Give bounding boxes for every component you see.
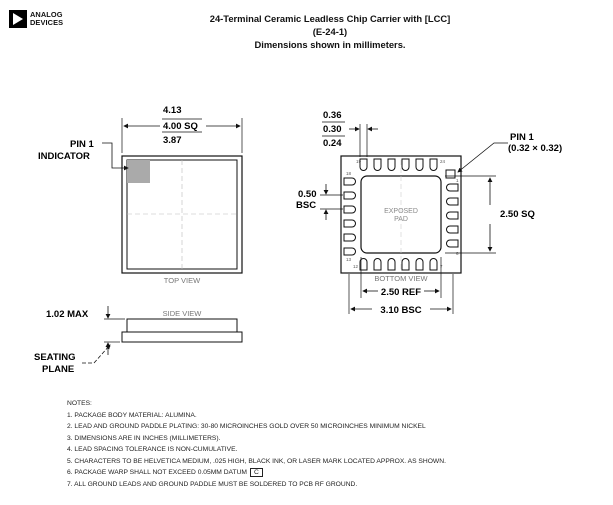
pad-left	[343, 233, 356, 242]
pad-left	[343, 177, 356, 186]
note-6: 6. PACKAGE WARP SHALL NOT EXCEED 0.05MM …	[67, 467, 446, 479]
pin-number-24: 24	[440, 159, 446, 164]
analog-devices-logo: ANALOG DEVICES	[9, 10, 63, 28]
bottom-pin1-label-line2: (0.32 × 0.32)	[508, 143, 562, 154]
pad-bottom	[415, 258, 424, 271]
pad-bottom	[387, 258, 396, 271]
pad-top	[359, 158, 368, 171]
pad-top	[373, 158, 382, 171]
pin1-square-pad	[445, 169, 456, 179]
seating-plane-line2: PLANE	[42, 364, 74, 375]
note-1: 1. PACKAGE BODY MATERIAL: ALUMINA.	[67, 411, 197, 419]
pad-width-min: 0.24	[323, 138, 342, 149]
side-view-label: SIDE VIEW	[163, 309, 203, 318]
top-dim-max: 4.13	[163, 105, 182, 116]
analog-devices-logo-icon	[9, 10, 27, 28]
pad-top	[401, 158, 410, 171]
seating-plane-leader	[82, 344, 111, 364]
top-view-outer-outline	[121, 155, 243, 274]
drawing-units-note: Dimensions shown in millimeters.	[254, 39, 406, 50]
pin-number-6: 6	[456, 251, 459, 256]
logo-line-2: DEVICES	[30, 18, 64, 27]
note-6-text: 6. PACKAGE WARP SHALL NOT EXCEED 0.05MM …	[67, 469, 247, 476]
pad-bottom	[429, 258, 438, 271]
side-height-dim: 1.02 MAX	[46, 309, 89, 320]
pin-number-18: 18	[346, 171, 352, 176]
pad-sq-dim: 2.50 SQ	[500, 209, 535, 220]
ref-dim: 2.50 REF	[381, 287, 421, 298]
pad-bottom	[401, 258, 410, 271]
pin-number-19: 19	[356, 159, 362, 164]
pad-right	[446, 225, 459, 234]
bottom-view: EXPOSED PAD 19 24 1 6 7	[296, 110, 562, 316]
pin-number-7: 7	[440, 264, 443, 269]
bottom-view-outline	[340, 155, 462, 274]
pin-number-13: 13	[346, 257, 352, 262]
top-view: 4.13 4.00 SQ 3.87 PIN 1 INDICATOR TOP VI…	[38, 105, 243, 285]
note-2: 2. LEAD AND GROUND PADDLE PLATING: 30-80…	[67, 423, 426, 430]
pad-top	[429, 158, 438, 171]
notes-block: NOTES: 1. PACKAGE BODY MATERIAL: ALUMINA…	[67, 398, 446, 490]
pin-number-1: 1	[456, 178, 459, 183]
pad-left	[343, 205, 356, 214]
pad-right	[446, 211, 459, 220]
pad-bottom	[359, 258, 368, 271]
pad-width-max: 0.36	[323, 110, 342, 121]
pin1-indicator-mark	[127, 160, 150, 183]
pad-right	[446, 183, 459, 192]
side-view-base	[121, 331, 243, 343]
pad-right	[446, 197, 459, 206]
pin1-label-line1: PIN 1	[70, 139, 94, 150]
seating-plane-line1: SEATING	[34, 352, 76, 363]
pad-right	[446, 239, 459, 248]
pad-left	[343, 191, 356, 200]
note-5: 5. CHARACTERS TO BE HELVETICA MEDIUM, .0…	[67, 457, 446, 465]
side-view-body	[126, 318, 238, 333]
pad-top	[415, 158, 424, 171]
side-view: SIDE VIEW 1.02 MAX SEATING PLANE	[34, 306, 243, 375]
pad-width-nom: 0.30	[323, 124, 342, 135]
top-dim-nom: 4.00 SQ	[163, 121, 198, 132]
pin-number-12: 12	[353, 264, 359, 269]
note-3: 3. DIMENSIONS ARE IN INCHES (MILLIMETERS…	[67, 434, 221, 442]
pitch-bsc: BSC	[296, 200, 316, 211]
logo-text: ANALOG DEVICES	[30, 11, 63, 27]
top-view-label: TOP VIEW	[164, 276, 201, 285]
bottom-view-label: BOTTOM VIEW	[374, 274, 428, 283]
note-4: 4. LEAD SPACING TOLERANCE IS NON-CUMULAT…	[67, 446, 238, 453]
pad-top	[387, 158, 396, 171]
bottom-pin1-leader	[457, 142, 508, 173]
pad-bottom	[373, 258, 382, 271]
pin1-label-line2: INDICATOR	[38, 151, 90, 162]
datum-c-box: C	[250, 468, 263, 477]
note-7: 7. ALL GROUND LEADS AND GROUND PADDLE MU…	[67, 480, 358, 488]
drawing-title: 24-Terminal Ceramic Leadless Chip Carrie…	[209, 13, 451, 24]
pad-left	[343, 219, 356, 228]
drawing-package-code: (E-24-1)	[312, 26, 348, 37]
pin1-leader	[102, 142, 129, 171]
bsc-dim: 3.10 BSC	[380, 305, 421, 316]
top-dim-min: 3.87	[163, 135, 182, 146]
bottom-pin1-label-line1: PIN 1	[510, 132, 534, 143]
pitch-value: 0.50	[298, 189, 317, 200]
pad-left	[343, 247, 356, 256]
notes-heading: NOTES:	[67, 400, 92, 407]
logo-line-1: ANALOG	[30, 10, 63, 19]
